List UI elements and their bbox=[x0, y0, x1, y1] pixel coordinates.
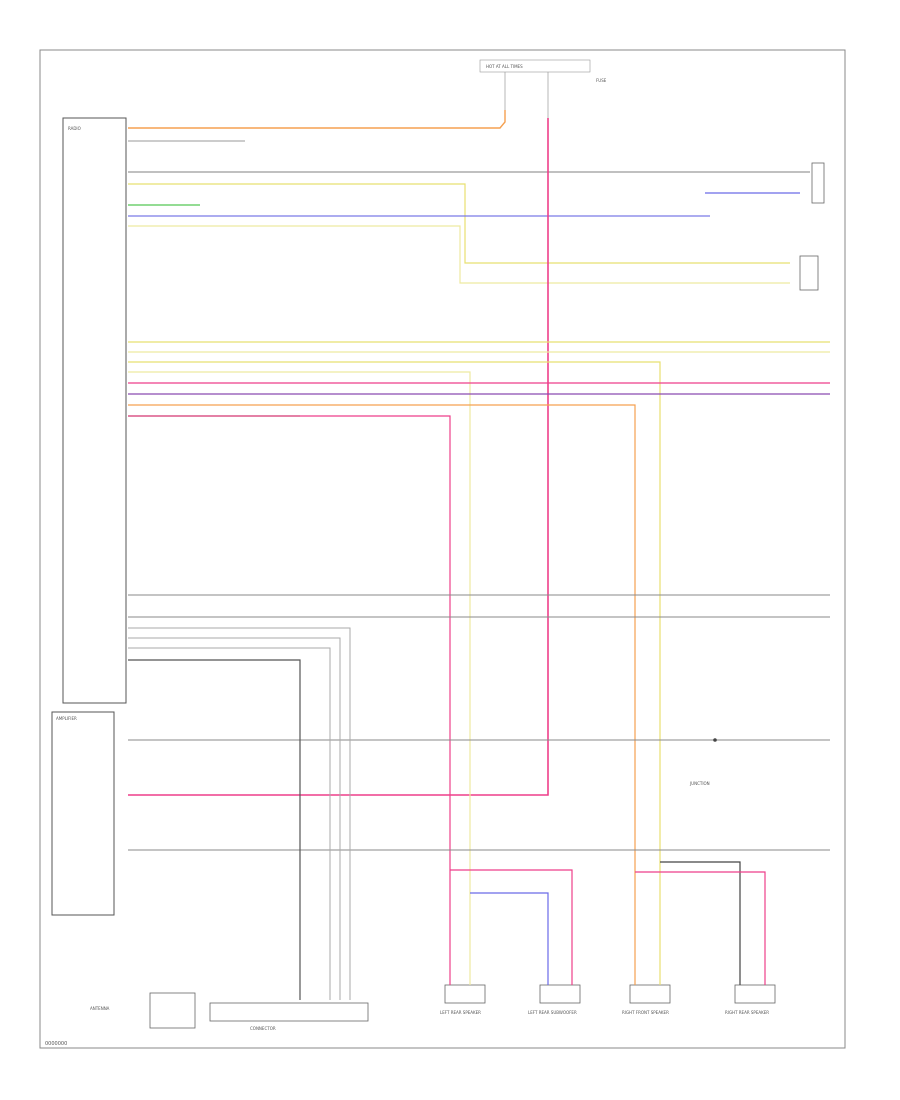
wire-yellow-1 bbox=[128, 183, 790, 264]
left-module-label: RADIO bbox=[68, 126, 81, 131]
diagram-frame bbox=[39, 49, 846, 1049]
wire-pink-3 bbox=[128, 415, 451, 880]
junction-label: JUNCTION bbox=[689, 781, 710, 786]
wire-bundle-1 bbox=[128, 627, 351, 1000]
junction-dot bbox=[713, 738, 717, 742]
left-rear-label: LEFT REAR SPEAKER bbox=[440, 1010, 481, 1015]
right-front-speaker bbox=[734, 984, 776, 1004]
wire-yellow-2 bbox=[128, 225, 790, 284]
right-rear-label: RIGHT REAR SPEAKER bbox=[725, 1010, 769, 1015]
wire-bundle-4 bbox=[128, 659, 301, 1000]
fuse-label: FUSE bbox=[596, 78, 607, 83]
antenna-block bbox=[149, 992, 196, 1029]
wire-bundle-2 bbox=[128, 637, 341, 1000]
connector-label: CONNECTOR bbox=[250, 1026, 276, 1031]
fuse-block bbox=[479, 59, 591, 73]
wire-orange-2 bbox=[128, 404, 636, 880]
bottom-connector bbox=[209, 1002, 369, 1022]
left-front-speaker bbox=[629, 984, 671, 1004]
footer-code: 0000000 bbox=[45, 1041, 67, 1047]
left-rear-sub-label: LEFT REAR SUBWOOFER bbox=[528, 1010, 577, 1015]
wire-yellow-5 bbox=[128, 361, 661, 880]
wire-orange-top bbox=[128, 110, 506, 129]
drop-blue-1 bbox=[470, 892, 549, 985]
wire-pink-main bbox=[128, 118, 549, 796]
drop-dark bbox=[660, 861, 741, 985]
wire-bundle-3 bbox=[128, 647, 331, 1000]
top-label: HOT AT ALL TIMES bbox=[486, 64, 523, 69]
wire-blue-3 bbox=[128, 371, 471, 880]
lower-module-label: AMPLIFIER bbox=[56, 716, 77, 721]
front-speaker-symbol bbox=[799, 255, 819, 291]
right-front-label: RIGHT FRONT SPEAKER bbox=[622, 1010, 669, 1015]
right-rear-speaker bbox=[539, 984, 581, 1004]
left-rear-speaker bbox=[444, 984, 486, 1004]
drop-pink-2 bbox=[450, 869, 573, 985]
drop-pink-3 bbox=[635, 871, 766, 985]
left-module-box bbox=[62, 117, 127, 704]
lower-module-box bbox=[51, 711, 115, 916]
antenna-label: ANTENNA bbox=[90, 1006, 110, 1011]
rear-speaker-symbol bbox=[811, 162, 825, 204]
